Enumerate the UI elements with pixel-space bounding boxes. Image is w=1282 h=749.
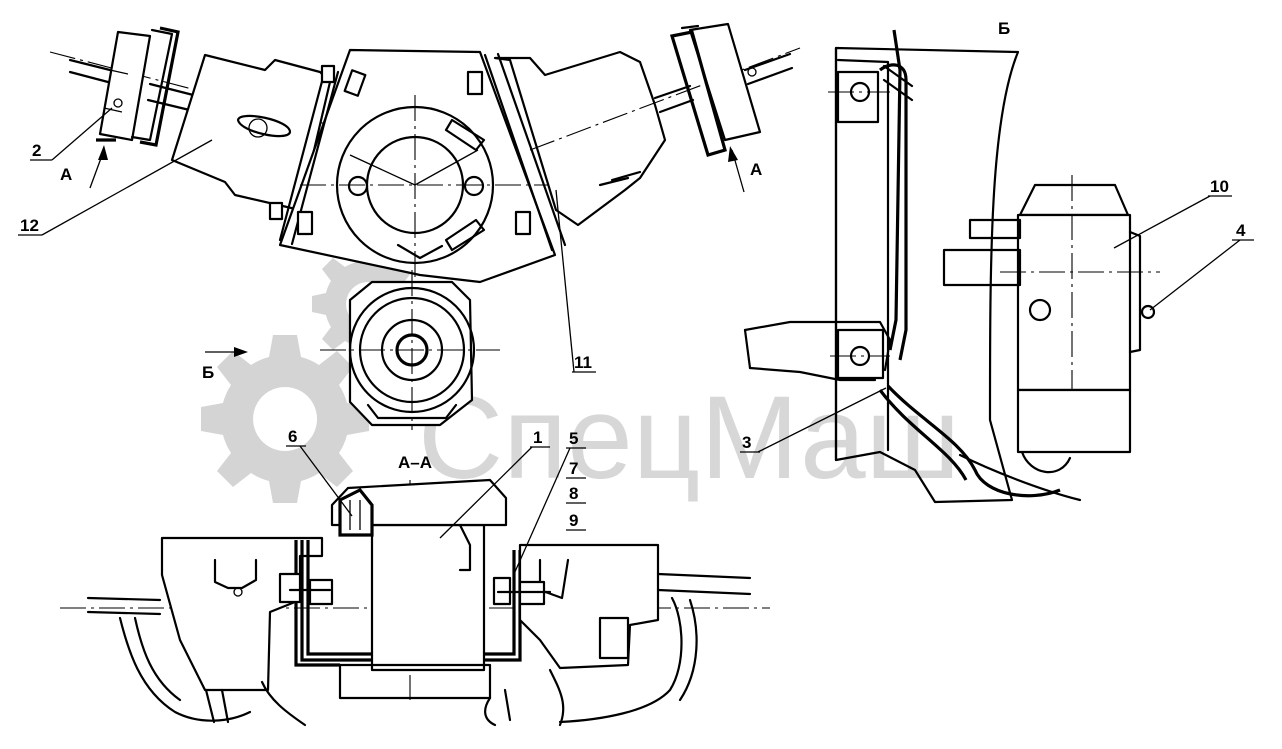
callout-4: 4 (1236, 221, 1246, 240)
view-label-a-right: А (750, 160, 762, 179)
callout-5: 5 (569, 429, 578, 448)
round-connector-detail: Б (202, 270, 500, 430)
callout-7: 7 (569, 459, 578, 478)
view-b-side: Б (743, 19, 1160, 504)
callout-12: 12 (20, 216, 39, 235)
top-view-assembly: А А (49, 22, 801, 284)
view-label-b-side: Б (998, 19, 1010, 38)
view-arrow-a-left: А (60, 138, 116, 189)
callout-1: 1 (533, 428, 542, 447)
view-arrow-a-right: А (728, 146, 762, 193)
callout-8: 8 (569, 484, 578, 503)
section-title-aa: А–А (398, 453, 432, 472)
left-bolt (278, 572, 334, 606)
watermark-logo: СпецМаш (201, 248, 960, 504)
callout-9: 9 (569, 511, 578, 530)
right-housing (493, 50, 667, 227)
relay-device (942, 175, 1160, 474)
callout-6: 6 (288, 427, 297, 446)
callout-10: 10 (1210, 177, 1229, 196)
watermark-text: СпецМаш (418, 372, 960, 504)
right-bolt (492, 576, 552, 606)
gear-icon-large (201, 335, 369, 503)
view-arrow-b: Б (202, 347, 248, 382)
callout-11: 11 (574, 353, 592, 372)
view-label-b: Б (202, 363, 214, 382)
callout-labels: 2 12 11 6 1 5 7 8 9 3 10 4 (20, 141, 1246, 530)
center-gear-body (268, 48, 567, 284)
right-flange (669, 22, 762, 157)
section-a-a: А–А (60, 453, 770, 727)
view-label-a-left: А (60, 165, 72, 184)
callout-3: 3 (742, 433, 751, 452)
callout-2: 2 (32, 141, 41, 160)
left-flange (98, 26, 180, 147)
callout-leaders (18, 107, 1254, 575)
